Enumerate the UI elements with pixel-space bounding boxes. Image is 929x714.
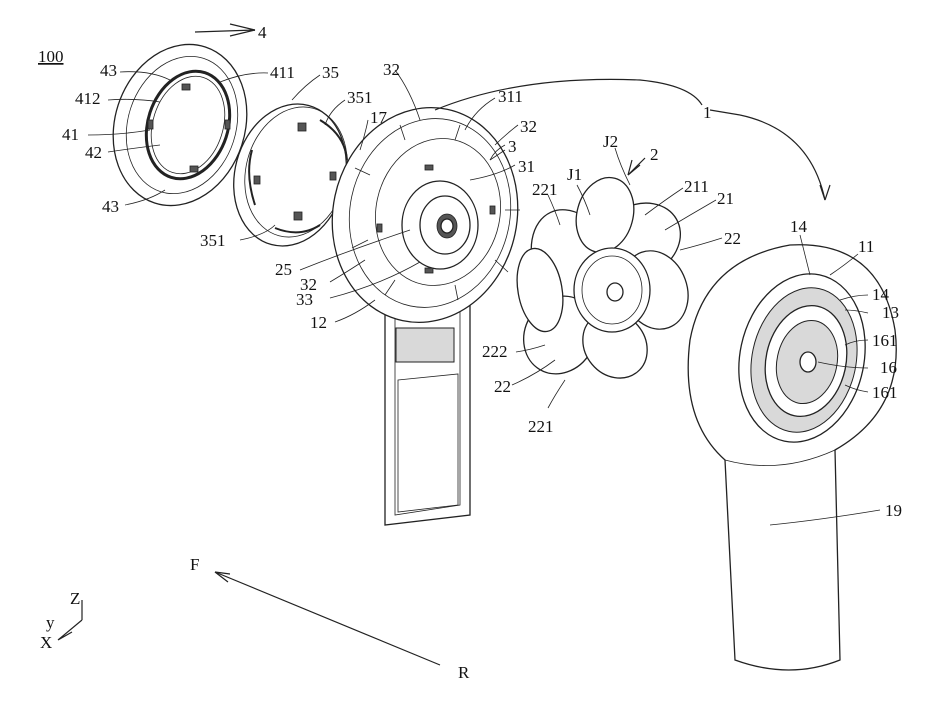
label-13: 13 <box>882 303 899 322</box>
fan-impeller-2 <box>510 171 699 391</box>
label-351-bottom: 351 <box>200 231 226 250</box>
label-161-bottom: 161 <box>872 383 898 402</box>
label-2: 2 <box>650 145 659 164</box>
label-211: 211 <box>684 177 709 196</box>
label-3: 3 <box>508 137 517 156</box>
label-12: 12 <box>310 313 327 332</box>
label-19: 19 <box>885 501 902 520</box>
label-Y: y <box>46 613 55 632</box>
label-161-top: 161 <box>872 331 898 350</box>
label-22-right: 22 <box>724 229 741 248</box>
label-4: 4 <box>258 23 267 42</box>
label-J2: J2 <box>603 132 618 151</box>
label-32-right: 32 <box>520 117 537 136</box>
label-222: 222 <box>482 342 508 361</box>
label-43-top: 43 <box>100 61 117 80</box>
label-412: 412 <box>75 89 101 108</box>
label-14-right: 14 <box>872 285 890 304</box>
label-17: 17 <box>370 108 388 127</box>
label-100: 100 <box>38 47 64 66</box>
label-25: 25 <box>275 260 292 279</box>
label-221-bottom: 221 <box>528 417 554 436</box>
fan-body-1 <box>688 245 896 670</box>
label-16: 16 <box>880 358 897 377</box>
label-351-top: 351 <box>347 88 373 107</box>
label-221-top: 221 <box>532 180 558 199</box>
label-41: 41 <box>62 125 79 144</box>
label-311: 311 <box>498 87 523 106</box>
label-31: 31 <box>518 157 535 176</box>
label-R: R <box>458 663 470 682</box>
label-Z: Z <box>70 589 80 608</box>
label-1: 1 <box>703 103 712 122</box>
label-X: X <box>40 633 52 652</box>
label-22-left: 22 <box>494 377 511 396</box>
label-33: 33 <box>296 290 313 309</box>
label-43-bottom: 43 <box>102 197 119 216</box>
label-11: 11 <box>858 237 874 256</box>
label-42: 42 <box>85 143 102 162</box>
label-F: F <box>190 555 199 574</box>
label-411: 411 <box>270 63 295 82</box>
label-32-top: 32 <box>383 60 400 79</box>
label-35: 35 <box>322 63 339 82</box>
label-14-top: 14 <box>790 217 808 236</box>
label-21: 21 <box>717 189 734 208</box>
label-J1: J1 <box>567 165 582 184</box>
